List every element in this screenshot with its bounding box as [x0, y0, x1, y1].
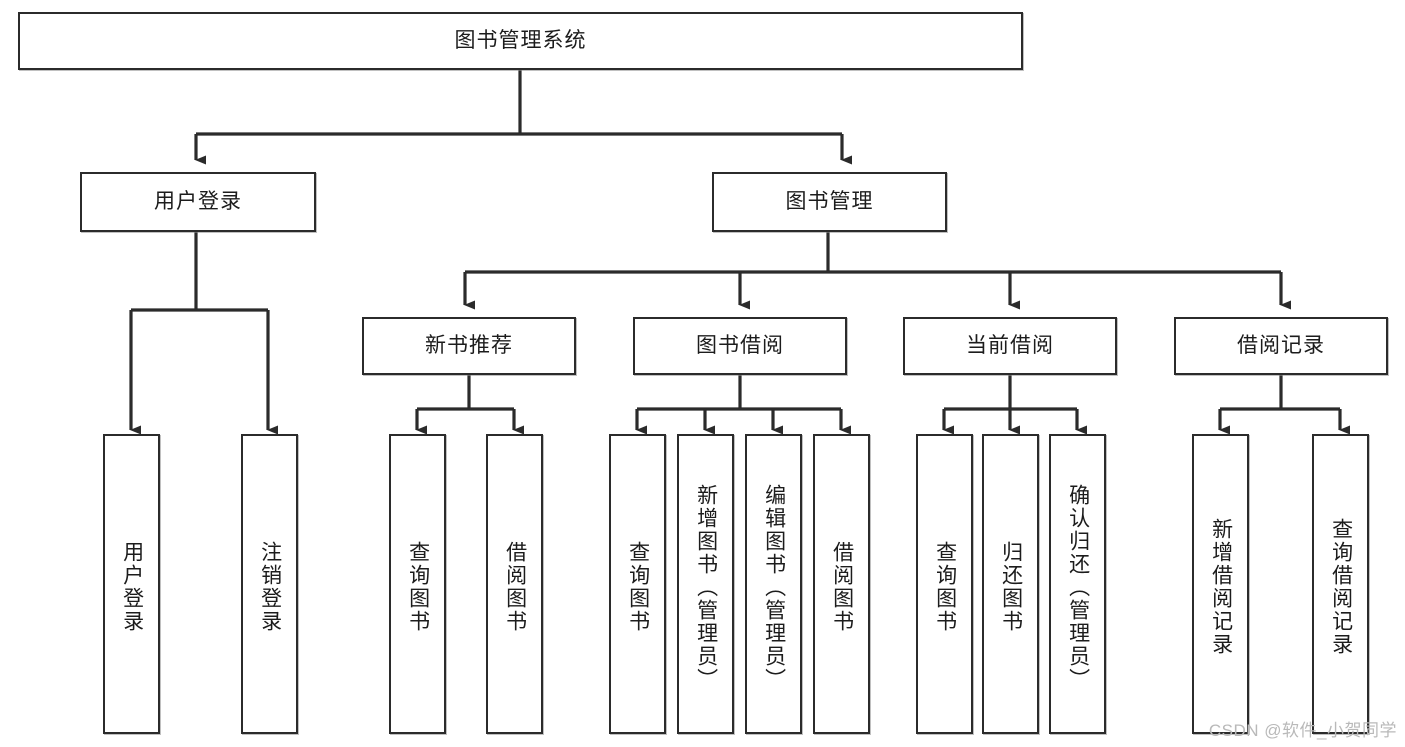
node-label: 确认归还（管理员）	[1066, 483, 1090, 691]
node-label: 注销登录	[258, 541, 282, 633]
node-label: 用户登录	[120, 541, 144, 633]
node-label: 图书管理系统	[454, 29, 587, 53]
leaf-logout-login[interactable]: 注销登录	[241, 434, 298, 734]
node-label: 新增图书（管理员）	[694, 483, 718, 691]
node-label: 图书管理	[785, 190, 874, 214]
node-label: 查询图书	[626, 541, 650, 633]
leaf-user-login[interactable]: 用户登录	[103, 434, 160, 734]
node-label: 用户登录	[154, 190, 242, 214]
node-label: 新书推荐	[425, 334, 513, 358]
leaf-query-book-new-recommend[interactable]: 查询图书	[389, 434, 446, 734]
leaf-confirm-return-admin[interactable]: 确认归还（管理员）	[1049, 434, 1106, 734]
leaf-return-book[interactable]: 归还图书	[982, 434, 1039, 734]
node-label: 当前借阅	[966, 334, 1054, 358]
node-user-login[interactable]: 用户登录	[80, 172, 316, 232]
node-label: 归还图书	[999, 541, 1023, 633]
node-label: 新增借阅记录	[1209, 518, 1233, 656]
node-label: 图书借阅	[696, 334, 784, 358]
node-new-book-recommend[interactable]: 新书推荐	[362, 317, 576, 375]
node-root-book-management-system[interactable]: 图书管理系统	[18, 12, 1023, 70]
node-label: 借阅图书	[830, 541, 854, 633]
csdn-watermark: CSDN @软件_小贺同学	[1208, 721, 1397, 740]
leaf-borrow-book[interactable]: 借阅图书	[813, 434, 870, 734]
leaf-add-borrow-record[interactable]: 新增借阅记录	[1192, 434, 1249, 734]
leaf-add-book-admin[interactable]: 新增图书（管理员）	[677, 434, 734, 734]
node-label: 借阅图书	[503, 541, 527, 633]
node-label: 查询借阅记录	[1329, 518, 1353, 656]
node-label: 借阅记录	[1237, 334, 1325, 358]
node-borrow-record[interactable]: 借阅记录	[1174, 317, 1388, 375]
node-book-borrow[interactable]: 图书借阅	[633, 317, 847, 375]
leaf-edit-book-admin[interactable]: 编辑图书（管理员）	[745, 434, 802, 734]
node-book-management[interactable]: 图书管理	[712, 172, 947, 232]
leaf-query-book-current[interactable]: 查询图书	[916, 434, 973, 734]
leaf-query-book-borrow[interactable]: 查询图书	[609, 434, 666, 734]
node-current-borrow[interactable]: 当前借阅	[903, 317, 1117, 375]
leaf-borrow-book-new-recommend[interactable]: 借阅图书	[486, 434, 543, 734]
node-label: 查询图书	[406, 541, 430, 633]
node-label: 编辑图书（管理员）	[762, 483, 786, 691]
leaf-query-borrow-record[interactable]: 查询借阅记录	[1312, 434, 1369, 734]
node-label: 查询图书	[933, 541, 957, 633]
